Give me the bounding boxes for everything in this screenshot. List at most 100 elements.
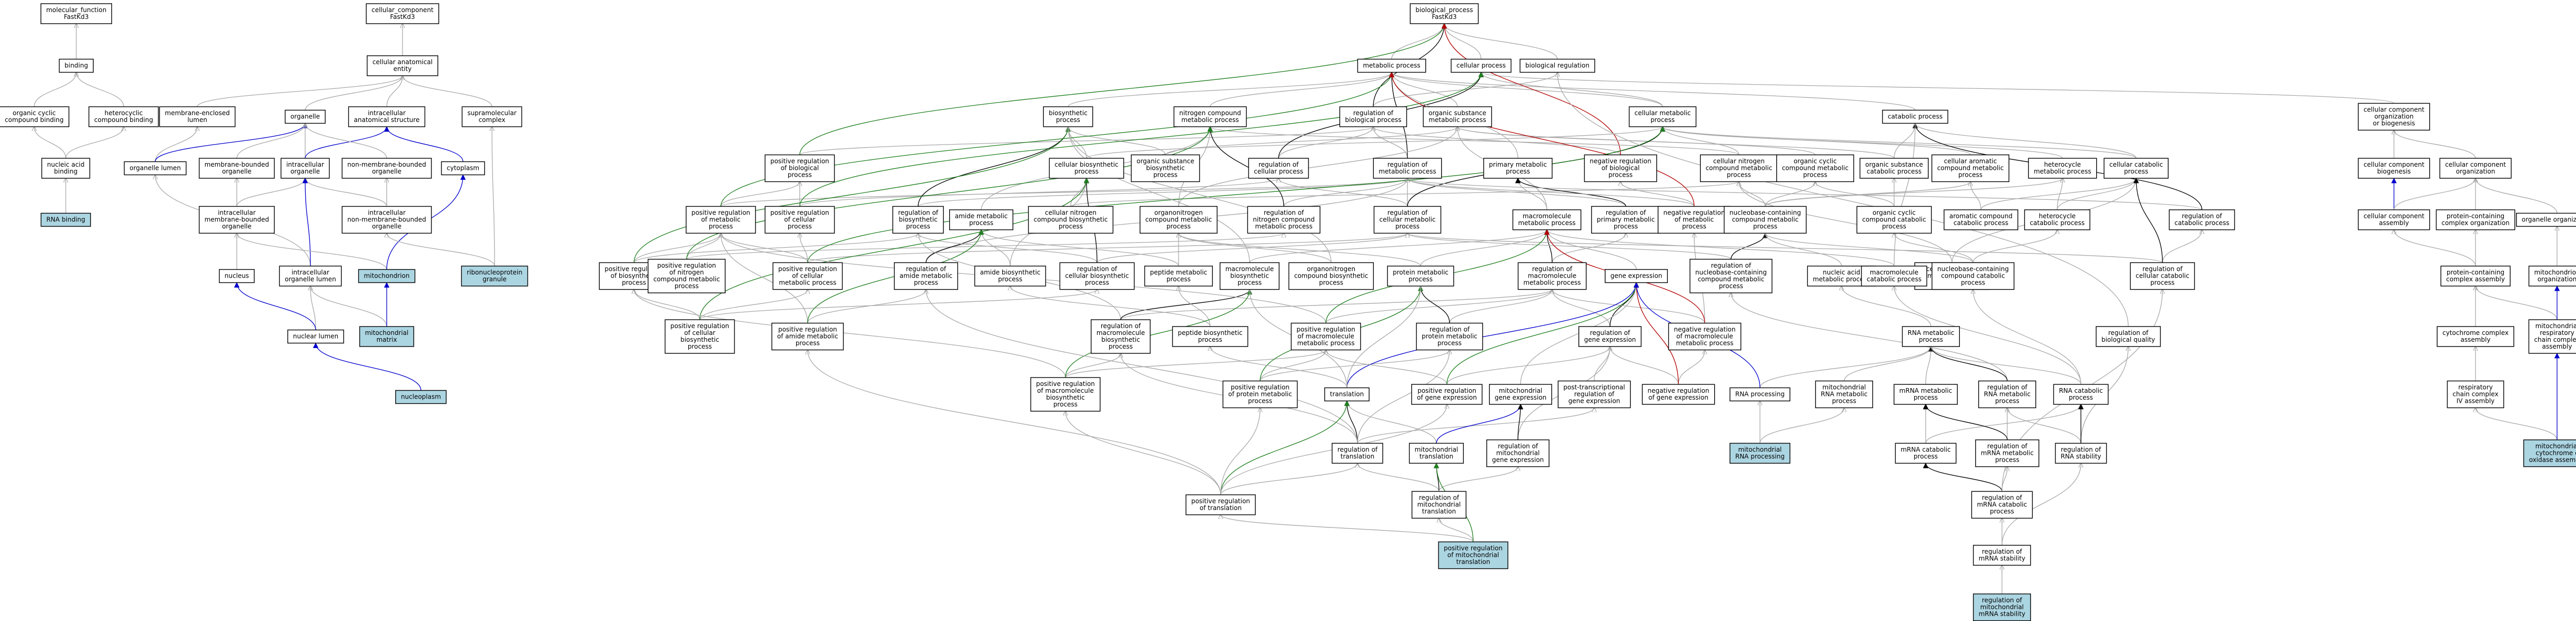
node-rnaproc[interactable]: RNA processing — [1729, 387, 1790, 402]
node-transl[interactable]: translation — [1324, 387, 1370, 402]
node-cellp[interactable]: cellular process — [1451, 58, 1512, 73]
node-nplasm[interactable]: nucleoplasm — [395, 390, 447, 404]
node-rnbcmp[interactable]: regulation ofnucleobase-containingcompou… — [1689, 259, 1773, 293]
node-nucleus[interactable]: nucleus — [219, 269, 255, 283]
node-rnab[interactable]: RNA binding — [41, 212, 91, 227]
node-metp[interactable]: metabolic process — [1357, 58, 1426, 73]
node-organelle[interactable]: organelle — [285, 109, 326, 124]
node-cyto[interactable]: cytoplasm — [441, 161, 485, 176]
node-orgorg[interactable]: organelle organization — [2516, 212, 2576, 227]
node-geneexp[interactable]: gene expression — [1604, 269, 1668, 283]
node-mito[interactable]: mitochondrion — [358, 269, 416, 283]
node-nlumen[interactable]: nuclear lumen — [287, 329, 344, 344]
node-breg[interactable]: biological regulation — [1520, 58, 1595, 73]
node-inmbo[interactable]: intracellularnon-membrane-boundedorganel… — [341, 206, 432, 234]
node-catp[interactable]: catabolic process — [1882, 109, 1948, 124]
node-olumen[interactable]: organelle lumen — [124, 161, 187, 176]
